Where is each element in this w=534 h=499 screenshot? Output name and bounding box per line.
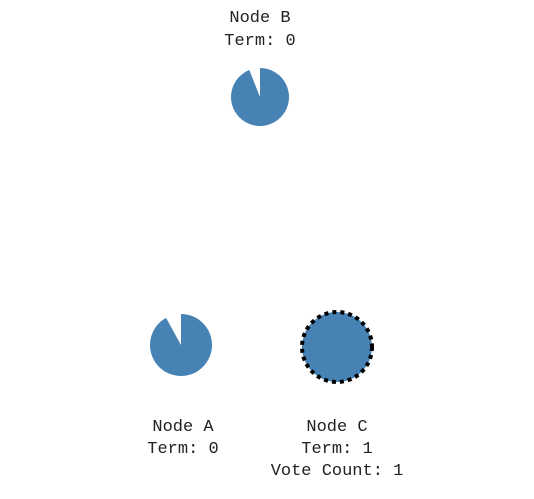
node-c-vote-count: Vote Count: 1 — [271, 462, 404, 481]
node-b-timer-circle — [231, 68, 290, 126]
node-c-circle — [300, 310, 374, 384]
node-a-term: Term: 0 — [147, 440, 218, 459]
node-c[interactable]: Node C Term: 1 Vote Count: 1 — [271, 310, 404, 481]
node-c-name: Node C — [306, 418, 367, 437]
node-b-name: Node B — [229, 9, 290, 28]
node-b-term: Term: 0 — [224, 32, 295, 51]
node-a-timer-circle — [150, 314, 213, 376]
node-b[interactable]: Node B Term: 0 — [224, 9, 296, 126]
node-c-term: Term: 1 — [301, 440, 372, 459]
node-a-name: Node A — [152, 418, 214, 437]
node-a[interactable]: Node A Term: 0 — [147, 314, 219, 459]
